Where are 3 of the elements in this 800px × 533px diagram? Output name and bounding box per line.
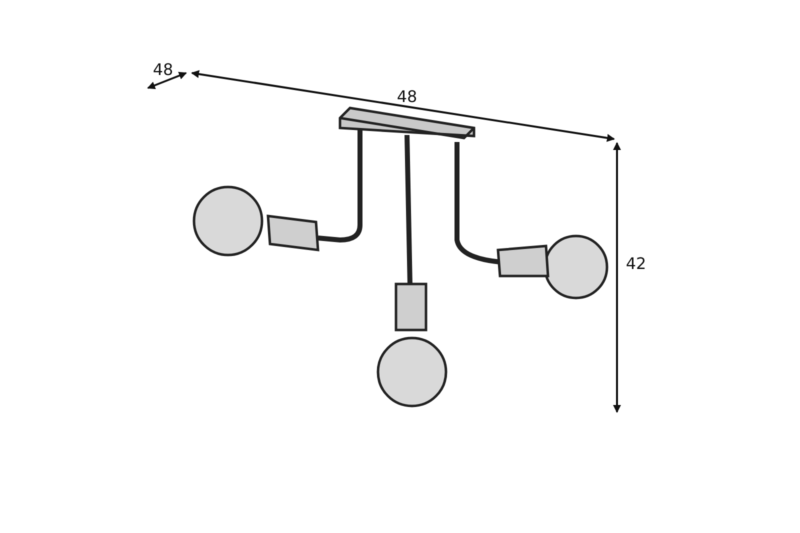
dimension-label: 48 — [152, 62, 174, 78]
dimension-label: 42 — [626, 256, 646, 272]
dimension-label: 48 — [396, 89, 418, 105]
